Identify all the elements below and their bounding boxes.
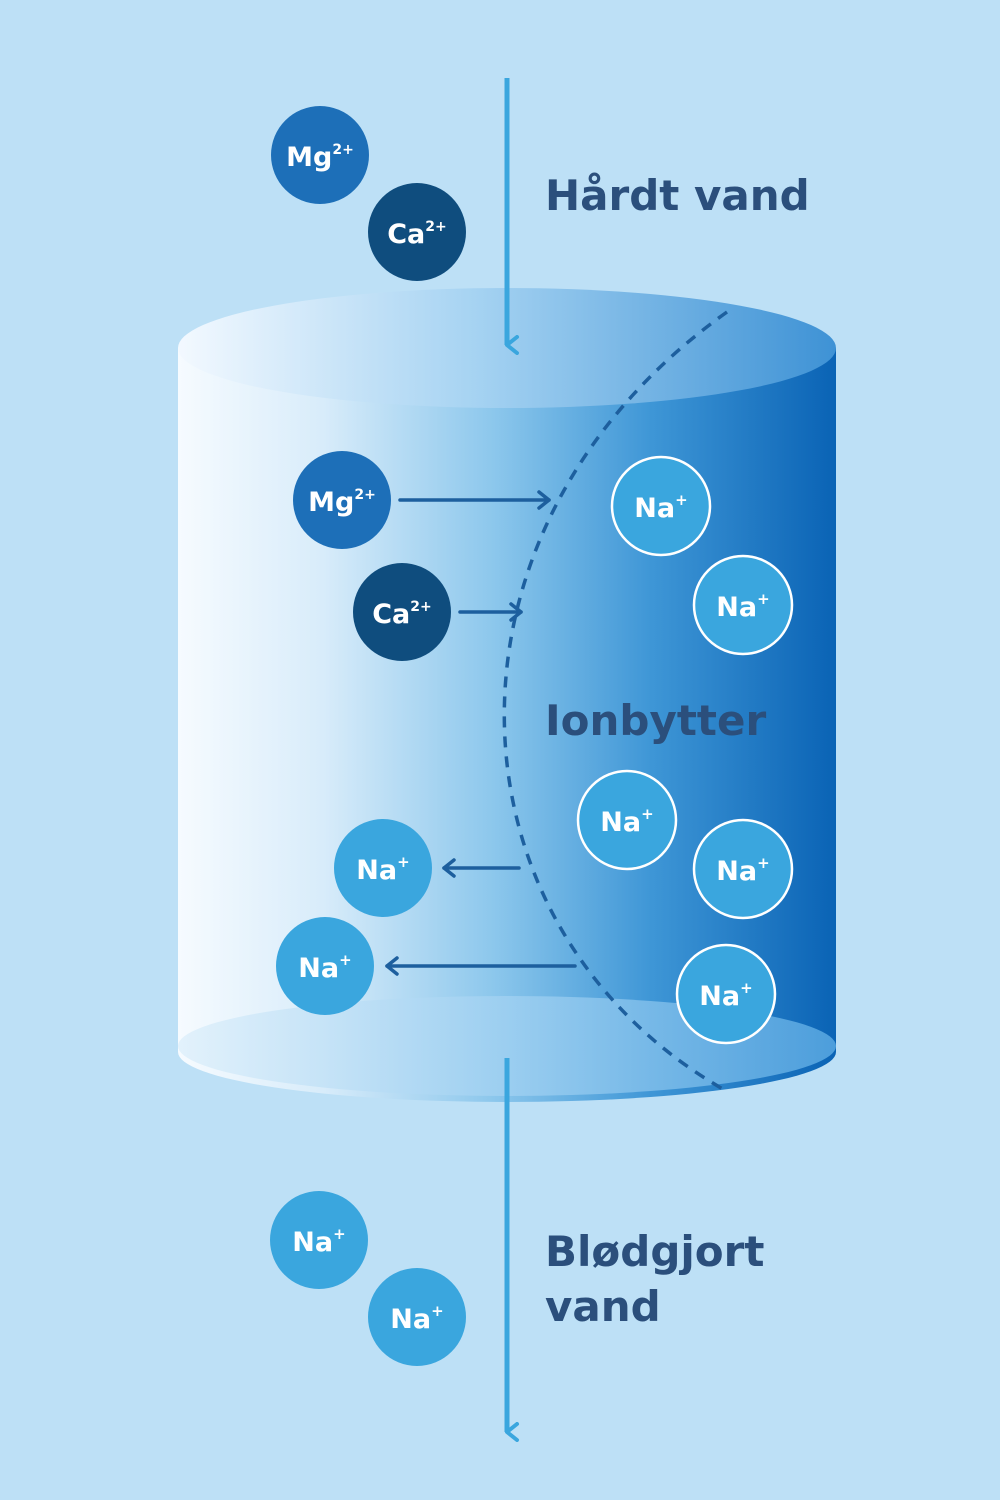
- ion-na-resin-3: Na+: [576, 769, 678, 871]
- svg-text:Na+: Na+: [292, 1225, 345, 1258]
- ion-na-released-1: Na+: [334, 819, 432, 917]
- svg-text:Mg2+: Mg2+: [286, 142, 354, 173]
- svg-text:Ca2+: Ca2+: [372, 599, 432, 630]
- cylinder-bottom-surface: [178, 996, 836, 1096]
- svg-text:Na+: Na+: [600, 805, 653, 838]
- resin-boundary-dashed: [502, 310, 729, 1094]
- svg-text:Na+: Na+: [634, 491, 687, 524]
- svg-text:Na+: Na+: [390, 1302, 443, 1335]
- hard-water-label: Hårdt vand: [545, 171, 810, 220]
- mg-into-resin-arrow: [398, 490, 551, 510]
- ion-na-resin-1: Na+: [610, 455, 712, 557]
- na-out-of-resin-arrow-2: [385, 956, 577, 976]
- ion-ca-hard-water: Ca2+: [368, 183, 466, 281]
- svg-text:Na+: Na+: [716, 590, 769, 623]
- svg-text:Na+: Na+: [716, 854, 769, 887]
- ion-na-resin-5: Na+: [675, 943, 777, 1045]
- svg-text:Na+: Na+: [356, 853, 409, 886]
- ion-na-soft-water-2: Na+: [368, 1268, 466, 1366]
- ion-mg-hard-water: Mg2+: [271, 106, 369, 204]
- ion-na-resin-2: Na+: [692, 554, 794, 656]
- svg-text:Mg2+: Mg2+: [308, 487, 376, 518]
- svg-text:Na+: Na+: [298, 951, 351, 984]
- softened-water-label-line2: vand: [545, 1282, 661, 1331]
- softened-water-label-line1: Blødgjort: [545, 1227, 764, 1276]
- exchange-arrows: [385, 490, 577, 976]
- svg-text:Na+: Na+: [699, 979, 752, 1012]
- ion-na-soft-water-1: Na+: [270, 1191, 368, 1289]
- ion-na-resin-4: Na+: [692, 818, 794, 920]
- svg-text:Ca2+: Ca2+: [387, 219, 447, 250]
- ion-na-released-2: Na+: [276, 917, 374, 1015]
- ion-mg-entering: Mg2+: [293, 451, 391, 549]
- na-out-of-resin-arrow-1: [442, 858, 521, 878]
- ion-ca-entering: Ca2+: [353, 563, 451, 661]
- ion-exchanger-label: Ionbytter: [545, 696, 766, 745]
- ca-into-resin-arrow: [458, 602, 523, 622]
